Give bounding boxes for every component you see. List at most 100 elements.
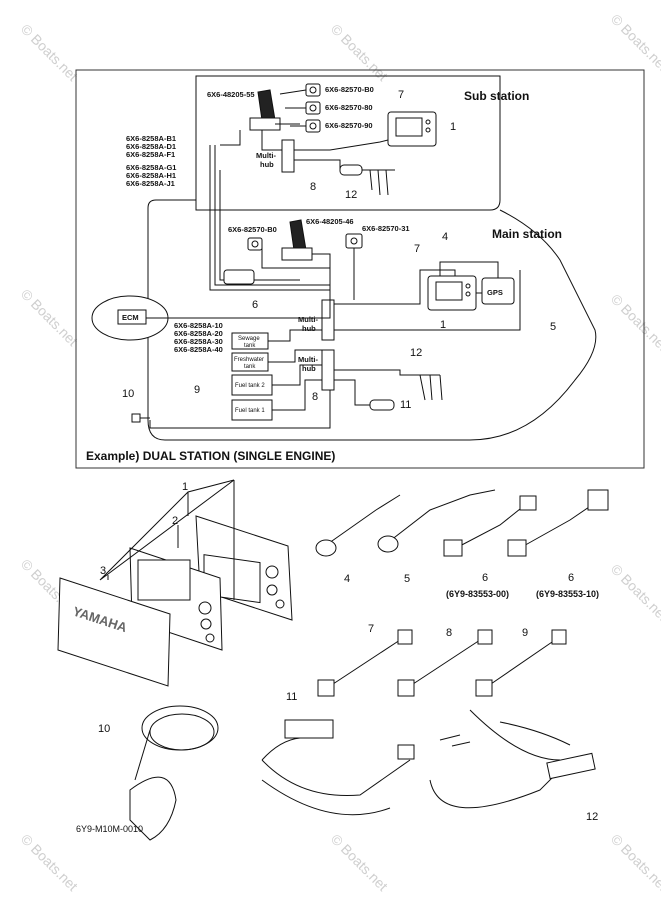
sub-station-components	[220, 83, 437, 196]
callout: 4	[442, 231, 448, 243]
cable-8	[409, 639, 481, 687]
part-number: 6X6-48205-55	[207, 90, 255, 99]
part-number: 6X6-8258A-D1	[126, 142, 176, 151]
part-number: 6X6-8258A-G1	[126, 163, 176, 172]
part-number: 6X6-8258A-20	[174, 329, 223, 338]
part-code: (6Y9-83553-00)	[446, 589, 509, 599]
box-label: ECM	[122, 313, 139, 322]
harness-runs	[209, 145, 330, 291]
fuel-flow-meter-harness	[261, 759, 411, 816]
switch-panel-b0	[305, 83, 321, 97]
box-label: Fuel tank 2	[235, 383, 265, 389]
watermark-text: © Boats.net	[18, 21, 81, 84]
callout: 11	[286, 691, 297, 703]
switch-panel-31	[345, 233, 363, 249]
callout: 10	[122, 388, 134, 400]
callout: 4	[344, 573, 350, 585]
callout: 9	[522, 627, 528, 639]
fuse-pack-main	[369, 399, 395, 411]
part-number: 6X6-8258A-B1	[126, 134, 176, 143]
switch-panel-90	[305, 119, 321, 133]
boat-hull-outline	[147, 199, 597, 441]
callout: 1	[450, 121, 456, 133]
main-station-title: Main station	[492, 227, 562, 241]
callout: 8	[310, 181, 316, 193]
diagram-frame	[75, 69, 645, 469]
part-number: 6X6-8258A-F1	[126, 150, 175, 159]
remote-control-lever-main	[289, 219, 307, 251]
hub-label: Multi-	[256, 151, 276, 160]
multi-hub-main-a	[321, 299, 335, 341]
part-number: 6X6-8258A-40	[174, 345, 223, 354]
drawing-code: 6Y9-M10M-0010	[76, 824, 143, 834]
cable-9	[487, 639, 556, 687]
hub-label: Multi-	[298, 355, 318, 364]
part-number: 6X6-48205-46	[306, 217, 354, 226]
battery-harness	[429, 709, 571, 809]
sensor-10	[131, 413, 141, 423]
box-label: Fuel tank 1	[235, 408, 265, 414]
sun-cover	[57, 577, 171, 687]
box-label: tank	[244, 343, 256, 349]
sub-station-outline	[195, 75, 501, 211]
sub-station-title: Sub station	[464, 89, 529, 103]
box-label: Sewage	[238, 336, 260, 342]
callout: 6	[482, 572, 488, 584]
hub-label: hub	[302, 324, 316, 333]
callout: 7	[368, 623, 374, 635]
hub-label: Multi-	[298, 315, 318, 324]
watermark-text: © Boats.net	[18, 831, 81, 894]
ecm-box	[117, 309, 147, 325]
box-label: Freshwater	[234, 357, 264, 363]
exploded-parts	[57, 479, 609, 841]
main-station-components	[91, 219, 521, 429]
multi-hub-sub	[281, 139, 295, 173]
part-number: 6X6-82570-90	[325, 121, 373, 130]
hub-label: hub	[260, 160, 274, 169]
watermark-text: © Boats.net	[18, 286, 81, 349]
part-number: 6X6-82570-B0	[325, 85, 374, 94]
part-number: 6X6-82570-80	[325, 103, 373, 112]
callout: 11	[400, 399, 411, 411]
callout: 8	[312, 391, 318, 403]
callout: 3	[100, 565, 106, 577]
watermark-text: © Boats.net	[608, 561, 661, 624]
part-number: 6X6-82570-B0	[228, 225, 277, 234]
callout: 7	[414, 243, 420, 255]
part-number: 6X6-8258A-10	[174, 321, 223, 330]
callout: 12	[586, 811, 598, 823]
diagram-caption: Example) DUAL STATION (SINGLE ENGINE)	[86, 449, 335, 463]
part-number: 6X6-82570-31	[362, 224, 410, 233]
part-code: (6Y9-83553-10)	[536, 589, 599, 599]
callout: 7	[398, 89, 404, 101]
callout: 12	[410, 347, 422, 359]
part-number: 6X6-8258A-H1	[126, 171, 176, 180]
remote-control-lever-sub	[257, 89, 276, 121]
callout: 12	[345, 189, 357, 201]
callout: 10	[98, 723, 110, 735]
hub-label: hub	[302, 364, 316, 373]
callout: 8	[446, 627, 452, 639]
part-number: 6X6-8258A-30	[174, 337, 223, 346]
watermark-text: © Boats.net	[328, 831, 391, 894]
watermark-text: © Boats.net	[608, 831, 661, 894]
multi-hub-main-b	[321, 349, 335, 391]
watermark-text: © Boats.net	[608, 291, 661, 354]
cable-6a	[455, 504, 526, 549]
box-label: GPS	[487, 288, 503, 297]
box-label: tank	[244, 364, 256, 370]
callout: 6	[252, 299, 258, 311]
callout: 1	[182, 481, 188, 493]
watermark-text: © Boats.net	[328, 21, 391, 84]
callout: 5	[404, 573, 410, 585]
watermark-text: © Boats.net	[608, 11, 661, 74]
callout: 9	[194, 384, 200, 396]
callout: 1	[440, 319, 446, 331]
callout: 5	[550, 321, 556, 333]
callout: 2	[172, 515, 178, 527]
cable-7	[329, 639, 401, 687]
transducer	[129, 776, 177, 841]
cable-5	[385, 489, 496, 545]
switch-panel-80	[305, 101, 321, 115]
